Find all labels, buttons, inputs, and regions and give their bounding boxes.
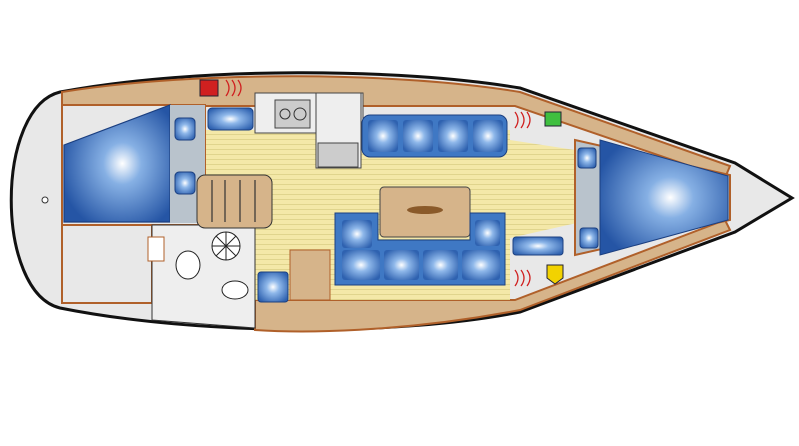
- heater-icon: [147, 236, 165, 262]
- burner: [293, 107, 307, 121]
- cushion: [174, 117, 196, 141]
- head-compartment: [151, 224, 256, 329]
- sink-icon: [317, 142, 359, 168]
- cushion: [577, 147, 597, 169]
- u-settee-cushions: [342, 220, 500, 280]
- companionway-steps: [196, 174, 273, 229]
- cushion: [257, 271, 289, 303]
- step-lines: [211, 180, 256, 222]
- settee-cushions: [368, 120, 503, 152]
- burner: [279, 108, 291, 120]
- nav-cabinet: [289, 249, 331, 301]
- top-wood-trim: [61, 75, 732, 180]
- heater-icon: [225, 79, 531, 287]
- life-jacket-icon: [199, 79, 219, 97]
- aft-lazarette: [61, 224, 153, 304]
- shower-drain-spokes: [212, 232, 240, 260]
- toilet-icon: [175, 250, 201, 280]
- cushion: [512, 236, 564, 256]
- stern-fitting: [41, 196, 49, 204]
- table-inlay: [407, 206, 443, 214]
- forward-passage-floor: [510, 140, 590, 238]
- cushion: [174, 171, 196, 195]
- life-jacket-icon: [546, 264, 564, 285]
- cushion: [579, 227, 599, 249]
- sink-icon: [221, 280, 249, 300]
- stove-icon: [274, 99, 311, 129]
- forward-berth: [599, 139, 729, 256]
- settee-port: [361, 114, 508, 158]
- life-jacket-icon: [544, 111, 562, 127]
- bottom-wood-trim: [254, 218, 732, 333]
- galley-cushion: [207, 107, 254, 131]
